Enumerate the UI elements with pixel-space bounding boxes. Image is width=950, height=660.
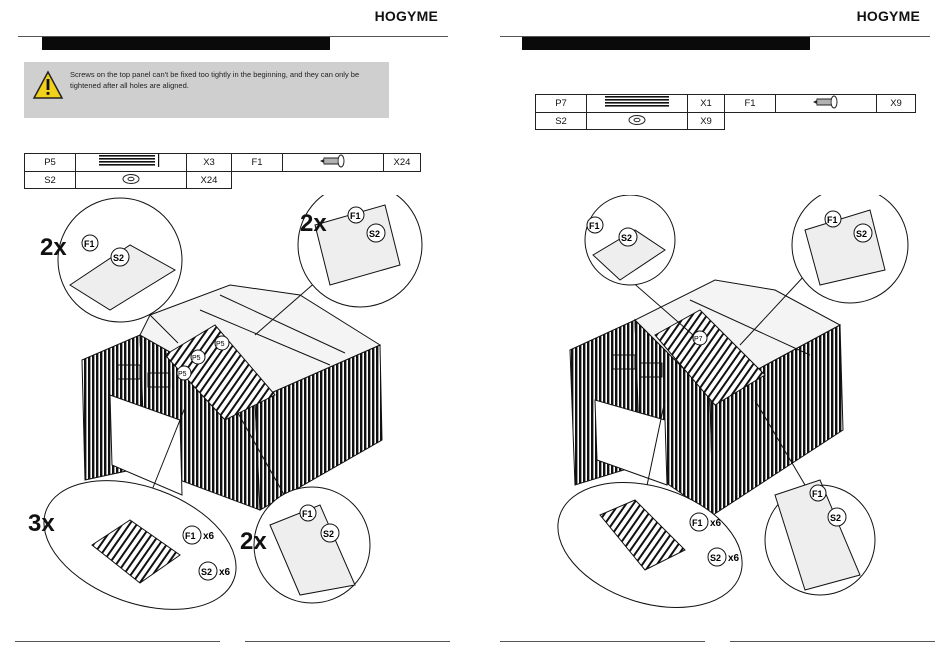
label-s2: S2 [621,233,632,243]
table-row: S2 X24 [25,172,421,189]
warning-box: Screws on the top panel can't be fixed t… [24,62,389,118]
part-qty: X9 [688,113,725,130]
parts-table: P7 X1 F1 X9 S2 [535,94,916,130]
part-qty: X3 [187,154,232,172]
label-p5: P5 [178,371,187,378]
footer-rule [15,641,220,642]
label-s2: S2 [830,513,841,523]
label-f1: F1 [827,215,838,225]
table-row: S2 X9 [536,113,916,130]
label-f1: F1 [812,489,823,499]
washer-icon [76,172,187,189]
warning-icon [32,70,64,100]
footer-rule [245,641,450,642]
table-row: P5 X3 F1 X24 [25,154,421,172]
callout-top-right: 2x [300,210,327,238]
washer-icon [587,113,688,130]
label-f1: F1 [84,239,95,249]
part-id: P7 [536,95,587,113]
label-s2: S2 [323,529,334,539]
parts-table: P5 X3 F1 X24 S2 [24,153,421,189]
header-bar [522,37,810,50]
part-qty: X24 [187,172,232,189]
table-row: P7 X1 F1 X9 [536,95,916,113]
left-page: HOGYME Screws on the top panel can't be … [0,0,475,660]
part-id: S2 [25,172,76,189]
part-qty: X1 [688,95,725,113]
label-f1-qty: x6 [203,531,215,542]
fastener-qty: X9 [877,95,916,113]
label-p5: P5 [192,355,201,362]
callout-bottom-right: 2x [240,528,267,556]
label-f1: F1 [350,211,361,221]
label-s2: S2 [856,229,867,239]
label-s2: S2 [710,553,721,563]
header-bar [42,37,330,50]
label-f1: F1 [302,509,313,519]
shed-roof-illustration: F1 S2 F1 S2 F1 x6 S2 x6 F1 S2 P5 P5 P5 [0,195,475,635]
screw-icon [283,154,384,172]
fastener-qty: X24 [384,154,421,172]
label-f1-qty: x6 [710,518,722,529]
callout-bottom-left: 3x [28,510,55,538]
label-s2: S2 [369,229,380,239]
label-p5: P5 [216,341,225,348]
fastener-id: F1 [725,95,776,113]
label-p7: P7 [694,336,703,343]
right-page: HOGYME P7 X1 F1 X9 [475,0,950,660]
brand-logo: HOGYME [857,8,920,24]
label-f1: F1 [185,531,196,541]
footer-rule [500,641,705,642]
callout-top-left: 2x [40,234,67,262]
part-id: S2 [536,113,587,130]
label-f1: F1 [589,221,600,231]
label-s2-qty: x6 [728,553,740,564]
part-id: P5 [25,154,76,172]
label-s2: S2 [201,567,212,577]
warning-text: Screws on the top panel can't be fixed t… [70,69,382,91]
label-s2: S2 [113,253,124,263]
fastener-id: F1 [232,154,283,172]
footer-rule [730,641,935,642]
panel-icon [587,95,688,113]
brand-logo: HOGYME [375,8,438,24]
screw-icon [776,95,877,113]
label-f1: F1 [692,518,703,528]
label-s2-qty: x6 [219,567,231,578]
shed-roof-illustration: F1 S2 F1 S2 F1 x6 S2 x6 F1 S2 P7 [475,195,950,635]
panel-icon [76,154,187,172]
